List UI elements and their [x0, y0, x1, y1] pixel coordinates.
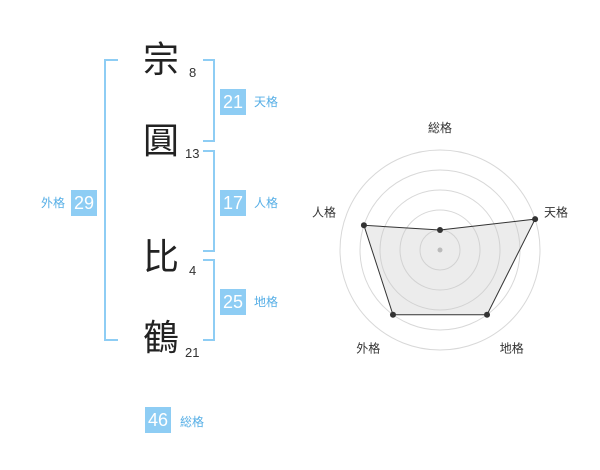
name-char-2: 圓 [142, 121, 179, 162]
jinkaku-bracket [203, 150, 215, 252]
radar-axis-label-4: 外格 [356, 341, 380, 356]
radar-grid-ring-5 [339, 149, 541, 351]
name-char-4: 鶴 [142, 318, 179, 359]
tenkaku-bracket [203, 59, 215, 142]
name-char-3: 比 [142, 237, 179, 278]
radar-axis-label-2: 天格 [544, 204, 568, 219]
radar-center-dot [437, 247, 443, 253]
radar-axis-label-3: 地格 [500, 341, 524, 356]
radar-axis-label-5: 人格 [312, 204, 336, 219]
gaikaku-bracket [104, 59, 118, 341]
chikaku-bracket [203, 259, 215, 341]
soukaku-value-badge: 46 [145, 407, 172, 433]
radar-point-3 [484, 311, 491, 318]
radar-series-area [363, 218, 536, 316]
stroke-count-2: 13 [185, 146, 200, 161]
radar-point-1 [437, 227, 443, 233]
radar-grid-ring-2 [399, 209, 481, 291]
stroke-count-4: 21 [185, 345, 200, 360]
tenkaku-label: 天格 [254, 95, 279, 109]
gaikaku-label: 外格 [41, 196, 66, 210]
tenkaku-value-badge: 21 [220, 89, 247, 115]
stroke-count-1: 8 [189, 65, 197, 80]
radar-point-4 [389, 311, 396, 318]
gaikaku-value-badge: 29 [71, 190, 98, 216]
chikaku-label: 地格 [254, 295, 279, 309]
jinkaku-value-badge: 17 [220, 190, 247, 216]
chikaku-value-badge: 25 [220, 289, 247, 315]
radar-point-2 [532, 216, 539, 223]
soukaku-label: 総格 [180, 415, 205, 429]
jinkaku-label: 人格 [254, 196, 279, 210]
radar-point-5 [360, 222, 367, 229]
name-char-1: 宗 [142, 40, 179, 81]
radar-axis-label-1: 総格 [428, 120, 452, 135]
stroke-count-3: 4 [189, 263, 197, 278]
radar-grid-ring-3 [379, 189, 501, 311]
